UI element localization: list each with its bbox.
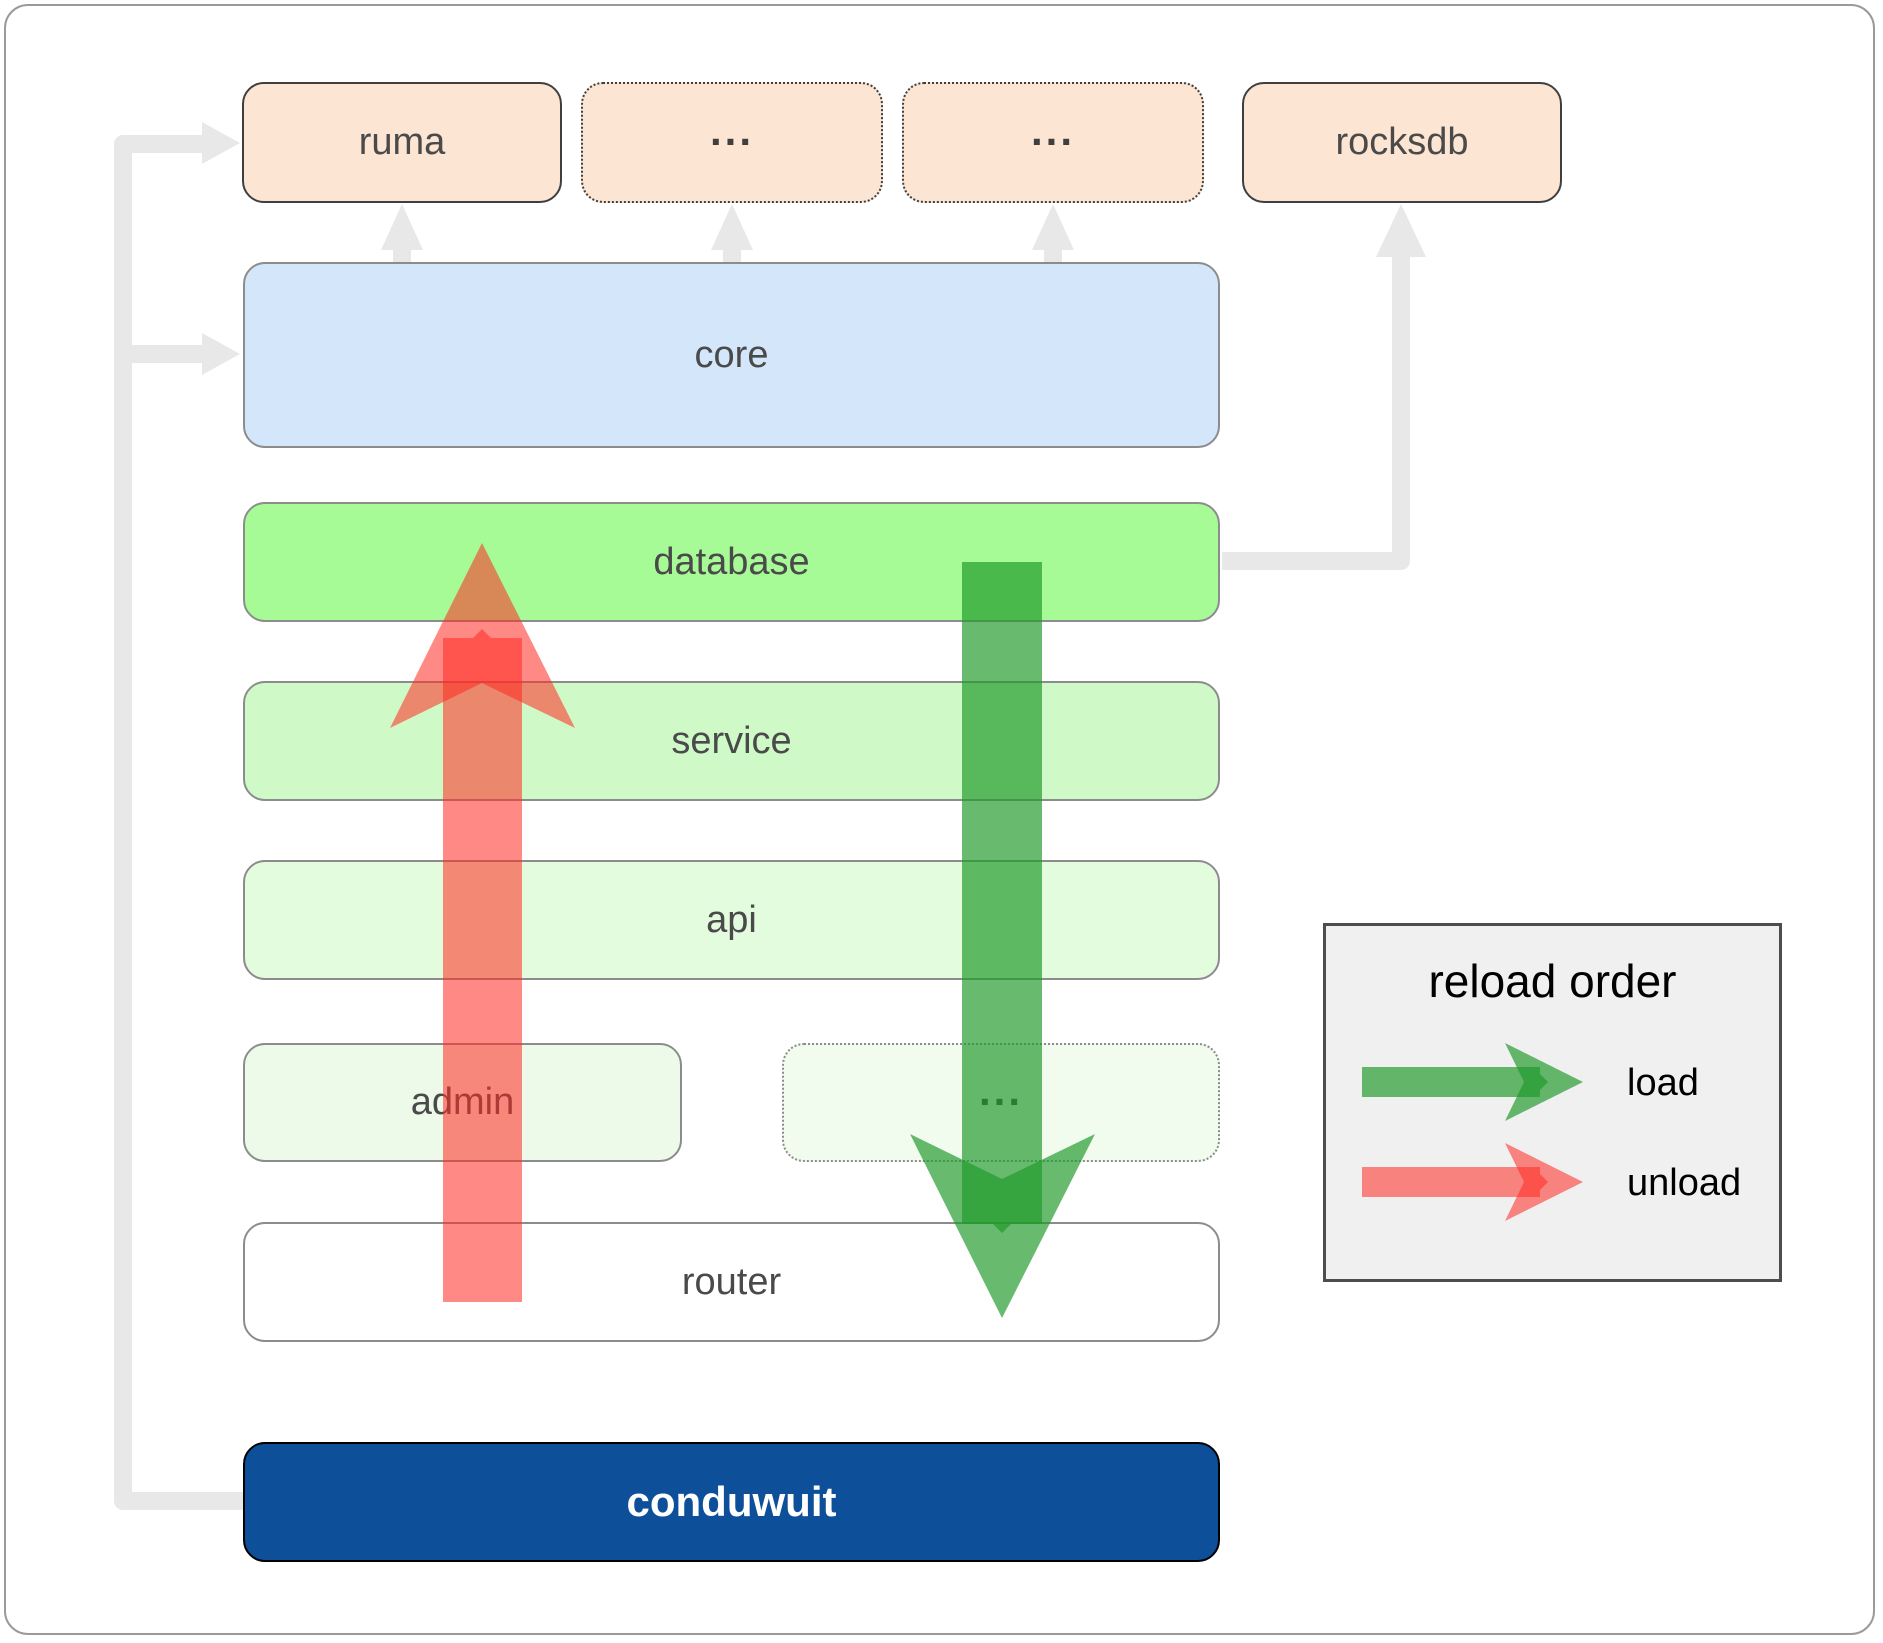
- legend-title: reload order: [1428, 955, 1677, 1007]
- diagram-outer-frame: [4, 4, 1875, 1635]
- conduwuit-dependency-line: [114, 135, 243, 1510]
- legend-unload-label: unload: [1627, 1162, 1742, 1204]
- arrowhead-to-rocksdb-icon: [1376, 204, 1426, 257]
- legend-unload-arrow-icon: [1362, 1143, 1583, 1221]
- arrowhead-core-ellipsis2-icon: [1032, 204, 1074, 250]
- arrowhead-core-ruma-icon: [381, 204, 423, 250]
- arrowhead-to-ruma-icon: [202, 122, 240, 164]
- arrowhead-to-core-icon: [202, 333, 240, 375]
- database-to-rocksdb-line: [1222, 252, 1410, 570]
- legend-load-label: load: [1627, 1062, 1699, 1104]
- arrowhead-core-ellipsis1-icon: [711, 204, 753, 250]
- legend-load-arrow-icon: [1362, 1043, 1583, 1121]
- legend: reload order load unload: [1323, 923, 1782, 1282]
